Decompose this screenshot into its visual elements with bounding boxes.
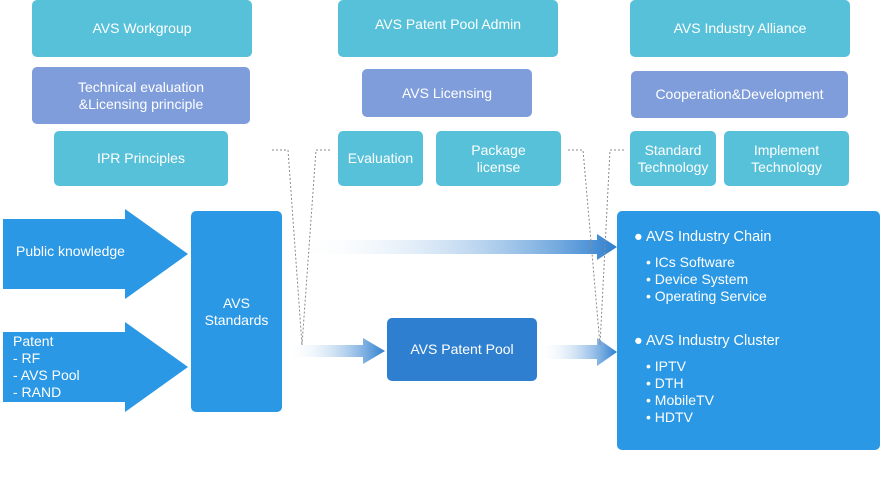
ipr-principles-box: IPR Principles xyxy=(54,131,228,186)
industry-alliance-label: AVS Industry Alliance xyxy=(673,20,807,36)
avs-patent-pool-box: AVS Patent Pool xyxy=(387,318,537,381)
avs-licensing-label: AVS Licensing xyxy=(401,84,492,101)
package-license-box: Package license xyxy=(436,131,561,186)
pool-to-industry-arrow xyxy=(538,338,617,366)
cluster-item: • MobileTV xyxy=(646,392,714,408)
avs-workgroup-label: AVS Workgroup xyxy=(92,20,192,36)
patent-pool-admin-box: AVS Patent Pool Admin xyxy=(338,0,558,57)
patent-pool-admin-label: AVS Patent Pool Admin xyxy=(374,16,522,32)
package-license-label: Package license xyxy=(471,141,526,175)
avs-patent-pool-label: AVS Patent Pool xyxy=(410,341,514,357)
tech-eval-box: Technical evaluation &Licensing principl… xyxy=(32,67,250,124)
coop-dev-box: Cooperation&Development xyxy=(631,71,848,118)
cluster-item: • DTH xyxy=(646,375,684,391)
avs-workgroup-box: AVS Workgroup xyxy=(32,0,252,57)
public-knowledge-arrow xyxy=(3,209,188,299)
patent-label: Patent - RF - AVS Pool - RAND xyxy=(13,333,80,400)
implement-technology-box: Implement Technology xyxy=(724,131,849,186)
standards-to-industry-arrow xyxy=(293,234,617,260)
chain-item: • ICs Software xyxy=(646,254,735,270)
ipr-principles-label: IPR Principles xyxy=(97,150,185,166)
public-knowledge-label: Public knowledge xyxy=(16,243,125,259)
standards-to-pool-arrow xyxy=(287,338,385,364)
evaluation-box: Evaluation xyxy=(338,131,423,186)
avs-standards-label: AVS Standards xyxy=(204,294,269,328)
standard-technology-box: Standard Technology xyxy=(630,131,716,186)
tech-eval-label: Technical evaluation &Licensing principl… xyxy=(77,78,205,112)
avs-standards-box: AVS Standards xyxy=(191,211,282,412)
industry-cluster-section: ● AVS Industry Cluster • IPTV • DTH • Mo… xyxy=(634,333,780,426)
industry-chain-section: ● AVS Industry Chain • ICs Software • De… xyxy=(634,229,771,305)
industry-chain-title: ● AVS Industry Chain xyxy=(634,229,772,245)
dotted-connectors xyxy=(272,149,624,346)
implement-technology-label: Implement Technology xyxy=(751,141,822,175)
avs-licensing-box: AVS Licensing xyxy=(362,69,532,117)
industry-cluster-title: ● AVS Industry Cluster xyxy=(634,333,780,349)
cluster-item: • IPTV xyxy=(646,358,686,374)
avs-industry-panel xyxy=(617,211,880,450)
standard-technology-label: Standard Technology xyxy=(637,141,709,175)
coop-dev-label: Cooperation&Development xyxy=(655,86,824,102)
evaluation-label: Evaluation xyxy=(347,150,414,166)
chain-item: • Operating Service xyxy=(646,288,767,304)
patent-arrow xyxy=(3,322,188,412)
chain-item: • Device System xyxy=(646,271,749,287)
cluster-item: • HDTV xyxy=(646,409,693,425)
industry-alliance-box: AVS Industry Alliance xyxy=(630,0,850,57)
